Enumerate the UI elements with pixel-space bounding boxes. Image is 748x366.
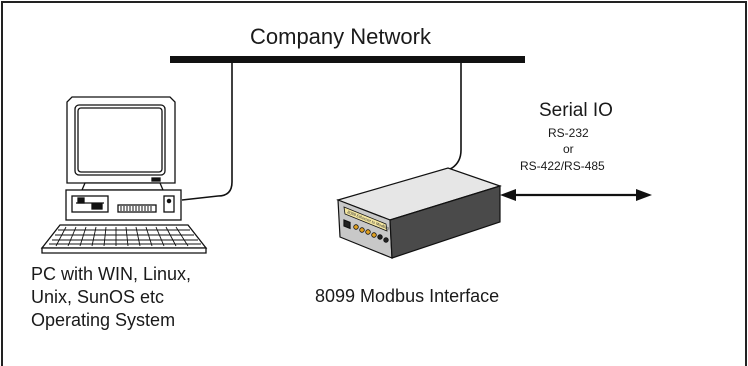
serial-io-arrow	[500, 189, 652, 201]
serial-io-rs422-485: RS-422/RS-485	[520, 159, 605, 173]
pc-caption-line: Operating System	[31, 310, 176, 330]
serial-io-or: or	[563, 142, 574, 156]
pc-keyboard	[40, 224, 208, 254]
pc-caption: PC with WIN, Linux, Unix, SunOS etc Oper…	[31, 263, 191, 332]
device-caption: 8099 Modbus Interface	[315, 286, 500, 306]
device-side-face	[389, 185, 501, 259]
pc-caption-line: PC with WIN, Linux,	[31, 264, 192, 284]
network-bus	[170, 56, 525, 63]
pc-caption-line: Unix, SunOS etc	[31, 287, 165, 307]
modbus-interface-device: 8099 Ethernet to Modbus	[336, 167, 502, 259]
device-leds	[353, 224, 389, 243]
pc-system-unit	[65, 189, 182, 221]
network-label: Company Network	[250, 24, 431, 49]
serial-io-title: Serial IO	[539, 100, 613, 121]
device-connector	[343, 219, 351, 230]
device-panel-label	[343, 206, 388, 232]
pc-monitor	[66, 96, 176, 191]
device-network-cable	[439, 63, 462, 175]
pc-computer	[40, 96, 208, 254]
serial-io-rs232: RS-232	[548, 126, 589, 140]
pc-network-cable	[181, 63, 233, 201]
